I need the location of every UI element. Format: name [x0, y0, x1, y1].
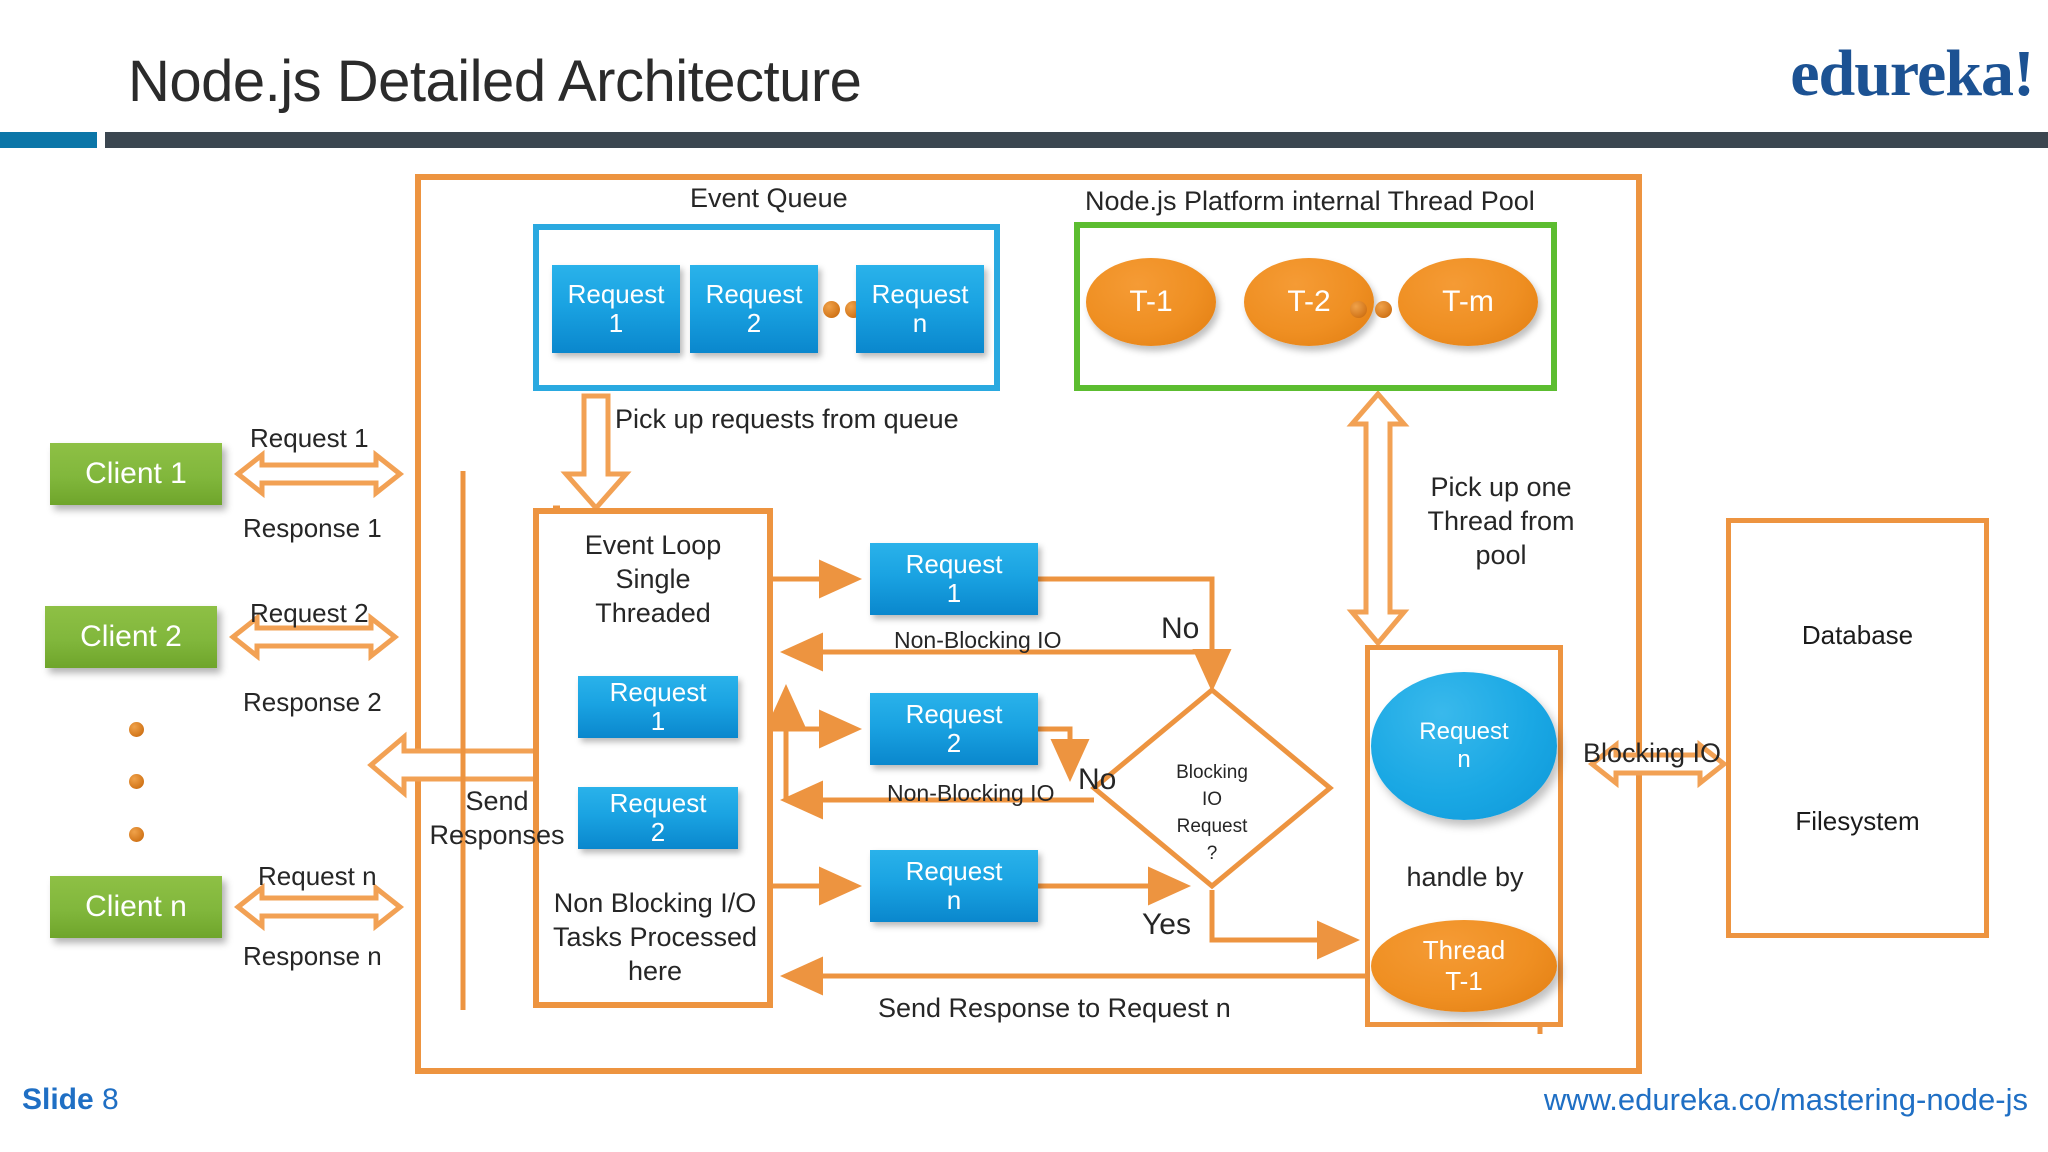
slide-number-label: Slide 8 — [22, 1083, 119, 1117]
pipeline-request-1: Request 1 — [870, 543, 1038, 615]
request-index: 1 — [608, 308, 624, 338]
event-queue-caption: Event Queue — [690, 183, 848, 213]
ellipsis-dot-icon — [1350, 301, 1367, 318]
page-title: Node.js Detailed Architecture — [128, 49, 862, 114]
site-url-link[interactable]: www.edureka.co/mastering-node-js — [1543, 1082, 2028, 1117]
client-n-box: Client n — [50, 876, 222, 938]
request-label: Request — [567, 278, 665, 309]
pickup-requests-label: Pick up requests from queue — [615, 404, 959, 434]
request-label: Request — [609, 676, 707, 707]
client-1-request-label: Request 1 — [250, 423, 369, 453]
event-loop-request-2: Request 2 — [578, 787, 738, 849]
non-blocking-io-label-1: Non-Blocking IO — [894, 627, 1062, 653]
handle-by-label: handle by — [1406, 862, 1524, 892]
ellipsis-dot-icon — [1375, 301, 1392, 318]
event-loop-box — [533, 508, 773, 1008]
request-label: Request — [705, 278, 803, 309]
thread-pool-caption: Node.js Platform internal Thread Pool — [1085, 186, 1535, 216]
client-n-request-label: Request n — [258, 861, 377, 891]
nodejs-server-boundary — [415, 174, 1642, 1074]
decision-no-label-1: No — [1161, 612, 1200, 645]
event-queue-request-n: Request n — [856, 265, 984, 353]
request-label: Request — [871, 278, 969, 309]
thread-index: T-1 — [1445, 966, 1483, 996]
client-n-response-label: Response n — [243, 941, 382, 971]
request-label: Request — [905, 698, 1003, 729]
request-index: 1 — [650, 706, 666, 736]
event-queue-request-2: Request 2 — [690, 265, 818, 353]
send-response-n-label: Send Response to Request n — [878, 993, 1231, 1023]
thread-t1: T-1 — [1086, 258, 1216, 346]
request-label: Request — [1419, 717, 1509, 745]
ellipsis-dot-icon — [129, 774, 144, 789]
request-index: 2 — [946, 728, 962, 758]
event-queue-request-1: Request 1 — [552, 265, 680, 353]
ellipsis-dot-icon — [129, 827, 144, 842]
client-1-box: Client 1 — [50, 443, 222, 505]
request-index: n — [946, 885, 962, 915]
edureka-logo: edureka! — [1790, 37, 2035, 110]
event-loop-request-1: Request 1 — [578, 676, 738, 738]
client-2-box: Client 2 — [45, 606, 217, 668]
request-index: n — [912, 308, 928, 338]
blocking-io-label: Blocking IO — [1583, 738, 1722, 768]
request-index: 2 — [650, 817, 666, 847]
request-label: Request — [609, 787, 707, 818]
thread-label: Thread — [1422, 934, 1506, 965]
ellipsis-dot-icon — [823, 301, 840, 318]
ellipsis-dot-icon — [129, 722, 144, 737]
thread-tm: T-m — [1398, 258, 1538, 346]
pipeline-request-n: Request n — [870, 850, 1038, 922]
pipeline-request-2: Request 2 — [870, 693, 1038, 765]
request-index: 1 — [946, 578, 962, 608]
external-resources-box — [1726, 518, 1989, 938]
non-blocking-io-label-2: Non-Blocking IO — [887, 780, 1055, 806]
header-rule — [105, 132, 2048, 148]
header-rule-accent — [0, 132, 97, 148]
handler-thread-t1: Thread T-1 — [1371, 920, 1557, 1012]
decision-no-label-2: No — [1078, 763, 1117, 796]
slide-number: 8 — [102, 1083, 119, 1116]
request-index: 2 — [746, 308, 762, 338]
handler-request-n: Request n — [1371, 672, 1557, 820]
client-1-response-label: Response 1 — [243, 513, 382, 543]
request-label: Request — [905, 855, 1003, 886]
client-2-response-label: Response 2 — [243, 687, 382, 717]
client-2-request-label: Request 2 — [250, 598, 369, 628]
request-index: n — [1457, 746, 1471, 773]
slide-word: Slide — [22, 1083, 94, 1116]
decision-yes-label: Yes — [1142, 908, 1191, 941]
request-label: Request — [905, 548, 1003, 579]
